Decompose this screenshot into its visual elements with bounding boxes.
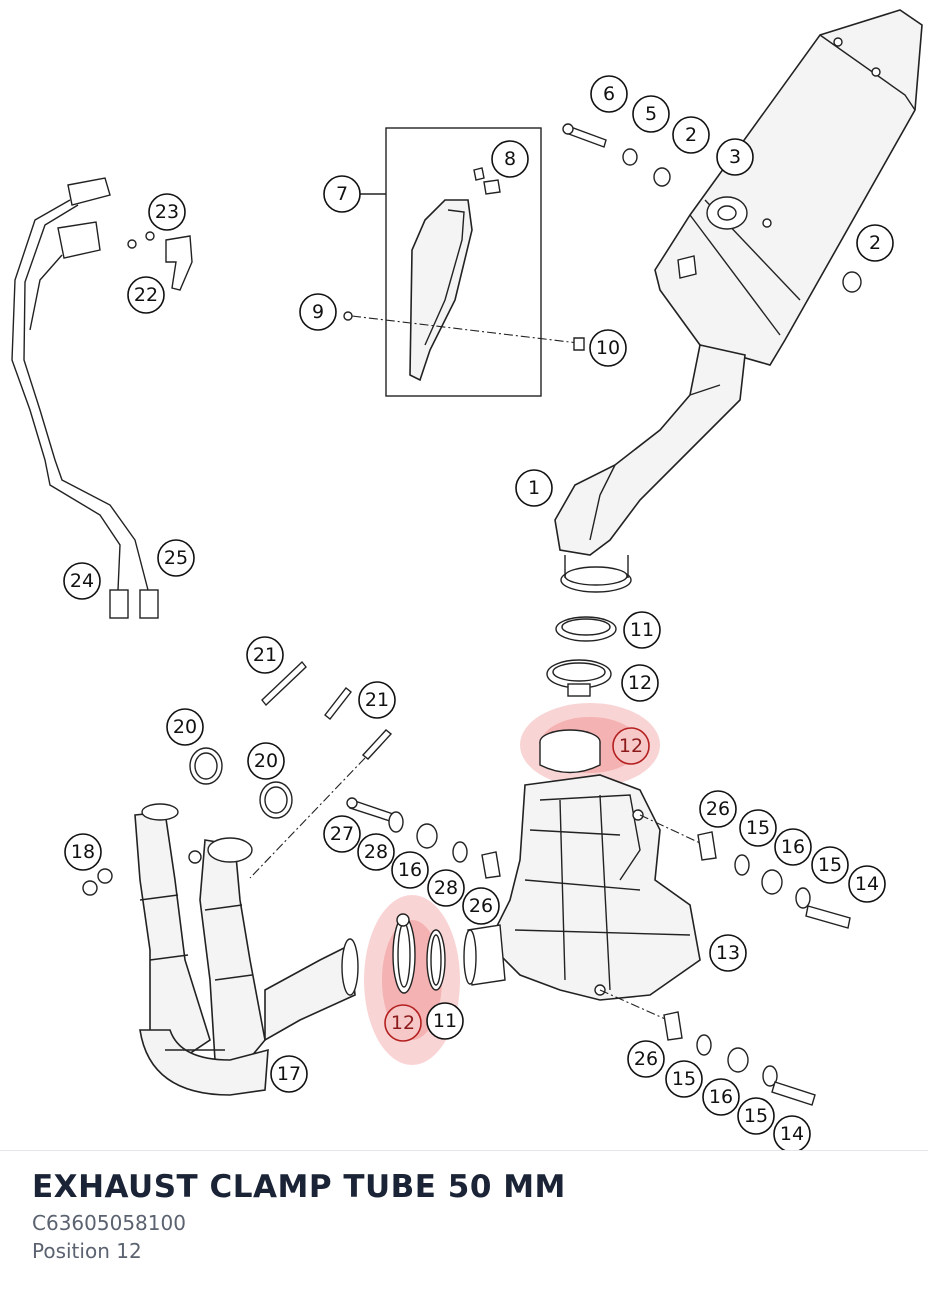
svg-text:26: 26: [469, 895, 493, 917]
callout-10[interactable]: 10: [589, 329, 627, 367]
svg-text:25: 25: [164, 547, 188, 569]
callout-6[interactable]: 6: [590, 75, 628, 113]
svg-text:16: 16: [709, 1086, 733, 1108]
svg-text:1: 1: [528, 477, 540, 499]
callout-16[interactable]: 16: [702, 1078, 740, 1116]
svg-text:27: 27: [330, 823, 354, 845]
callout-17[interactable]: 17: [270, 1055, 308, 1093]
callout-24[interactable]: 24: [63, 562, 101, 600]
svg-text:24: 24: [70, 570, 94, 592]
callout-22[interactable]: 22: [127, 276, 165, 314]
callout-15[interactable]: 15: [737, 1097, 775, 1135]
svg-text:2: 2: [869, 232, 881, 254]
svg-text:3: 3: [729, 146, 741, 168]
link-pipe: [554, 344, 746, 593]
callout-26[interactable]: 26: [627, 1040, 665, 1078]
svg-text:28: 28: [364, 841, 388, 863]
callout-11[interactable]: 11: [623, 611, 661, 649]
callout-2[interactable]: 2: [856, 224, 894, 262]
callout-3[interactable]: 3: [716, 138, 754, 176]
callout-25[interactable]: 25: [157, 539, 195, 577]
callout-26[interactable]: 26: [462, 887, 500, 925]
callout-27[interactable]: 27: [323, 815, 361, 853]
svg-text:10: 10: [596, 337, 620, 359]
callout-15[interactable]: 15: [665, 1060, 703, 1098]
svg-text:14: 14: [780, 1123, 804, 1145]
svg-text:11: 11: [630, 619, 654, 641]
svg-text:15: 15: [818, 854, 842, 876]
callout-13[interactable]: 13: [709, 934, 747, 972]
callout-7[interactable]: 7: [323, 175, 361, 213]
part-position: Position 12: [32, 1239, 142, 1263]
svg-text:21: 21: [253, 644, 277, 666]
svg-text:14: 14: [855, 873, 879, 895]
svg-text:26: 26: [706, 798, 730, 820]
callout-16[interactable]: 16: [391, 851, 429, 889]
callout-1[interactable]: 1: [515, 469, 553, 507]
callout-23[interactable]: 23: [148, 193, 186, 231]
studs-and-gaskets: [82, 660, 393, 896]
callout-18[interactable]: 18: [64, 833, 102, 871]
svg-text:15: 15: [746, 817, 770, 839]
svg-text:28: 28: [434, 877, 458, 899]
callout-8[interactable]: 8: [491, 140, 529, 178]
callout-20[interactable]: 20: [247, 742, 285, 780]
callout-5[interactable]: 5: [632, 95, 670, 133]
svg-text:26: 26: [634, 1048, 658, 1070]
callout-2[interactable]: 2: [672, 116, 710, 154]
svg-text:12: 12: [619, 735, 643, 757]
svg-text:21: 21: [365, 689, 389, 711]
callout-21[interactable]: 21: [358, 681, 396, 719]
callout-14[interactable]: 14: [773, 1115, 811, 1150]
callout-28[interactable]: 28: [357, 833, 395, 871]
svg-text:18: 18: [71, 841, 95, 863]
callout-14[interactable]: 14: [848, 865, 886, 903]
svg-text:16: 16: [398, 859, 422, 881]
callout-26[interactable]: 26: [699, 790, 737, 828]
callout-28[interactable]: 28: [427, 869, 465, 907]
svg-text:15: 15: [672, 1068, 696, 1090]
callout-12-highlighted[interactable]: 12: [612, 727, 650, 765]
upper-gasket-and-clamp: [546, 616, 617, 697]
svg-text:20: 20: [173, 716, 197, 738]
header-pipes: [134, 803, 359, 1096]
part-title: EXHAUST CLAMP TUBE 50 MM: [32, 1169, 566, 1205]
svg-text:13: 13: [716, 942, 740, 964]
callout-12-highlighted[interactable]: 12: [384, 1004, 422, 1042]
callout-15[interactable]: 15: [811, 846, 849, 884]
part-info-panel: EXHAUST CLAMP TUBE 50 MM C63605058100 Po…: [0, 1150, 928, 1291]
muffler: [654, 9, 923, 366]
callout-16[interactable]: 16: [774, 828, 812, 866]
callout-9[interactable]: 9: [299, 293, 337, 331]
oxygen-sensor-harness: [11, 177, 193, 619]
part-number: C63605058100: [32, 1211, 186, 1235]
svg-text:6: 6: [603, 83, 615, 105]
lower-clamp-and-gasket: [392, 913, 446, 994]
exploded-parts-diagram: 6 5 2 3 2 8 7 9 10 23 22 1 24 25 11 12 2…: [11, 9, 923, 1150]
svg-text:7: 7: [336, 183, 348, 205]
callout-12[interactable]: 12: [621, 664, 659, 702]
mounting-hardware: [346, 797, 851, 1106]
svg-text:17: 17: [277, 1063, 301, 1085]
svg-text:20: 20: [254, 750, 278, 772]
svg-text:12: 12: [628, 672, 652, 694]
callout-15[interactable]: 15: [739, 809, 777, 847]
svg-text:11: 11: [433, 1010, 457, 1032]
callout-20[interactable]: 20: [166, 708, 204, 746]
svg-text:15: 15: [744, 1105, 768, 1127]
svg-text:2: 2: [685, 124, 697, 146]
svg-text:12: 12: [391, 1012, 415, 1034]
svg-text:22: 22: [134, 284, 158, 306]
svg-text:5: 5: [645, 103, 657, 125]
svg-text:16: 16: [781, 836, 805, 858]
heat-shield-box: [343, 127, 585, 397]
svg-text:23: 23: [155, 201, 179, 223]
callout-21[interactable]: 21: [246, 636, 284, 674]
svg-text:9: 9: [312, 301, 324, 323]
catalyst-collector: [463, 729, 701, 1001]
callout-11[interactable]: 11: [426, 1002, 464, 1040]
muffler-bolts: [562, 123, 862, 293]
svg-text:8: 8: [504, 148, 516, 170]
